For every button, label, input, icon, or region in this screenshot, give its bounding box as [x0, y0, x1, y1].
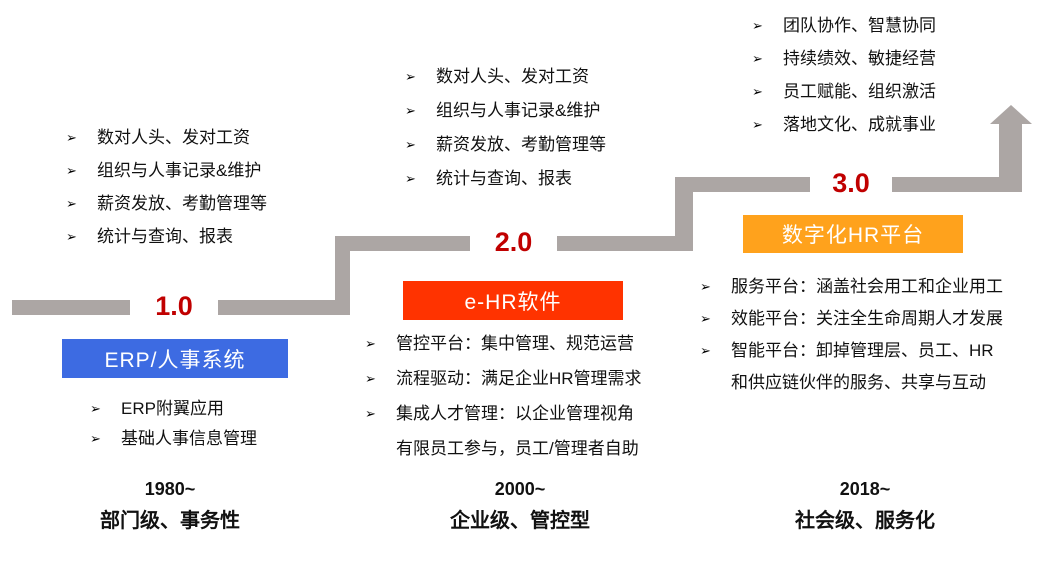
bullet-text: 效能平台：关注全生命周期人才发展 — [731, 309, 1003, 328]
stage1-title-box: ERP/人事系统 — [62, 339, 288, 378]
arrow-bullet-icon: ➢ — [700, 343, 711, 358]
list-item: ➢ 统计与查询、报表 — [405, 169, 606, 189]
list-item: ➢ 数对人头、发对工资 — [66, 128, 267, 148]
stage1-era-label: 1980~ — [144, 479, 196, 499]
stage2-era-desc: 企业级、管控型 — [450, 510, 590, 532]
arrow-bullet-icon: ➢ — [752, 84, 763, 99]
list-item: ➢ 薪资发放、考勤管理等 — [66, 194, 267, 214]
arrow-bullet-icon: ➢ — [405, 69, 416, 84]
stage1-bottom-bullet-list: ➢ ERP附翼应用 ➢ 基础人事信息管理 — [90, 399, 257, 459]
stage1-era-desc: 部门级、事务性 — [100, 510, 240, 532]
list-item: ➢ 统计与查询、报表 — [66, 227, 267, 247]
arrow-bullet-icon: ➢ — [66, 229, 77, 244]
arrow-bullet-icon: ➢ — [752, 117, 763, 132]
staircase-riser-2 — [675, 177, 693, 251]
list-item: ➢ 薪资发放、考勤管理等 — [405, 135, 606, 155]
arrow-bullet-icon: ➢ — [365, 371, 376, 386]
bullet-text: ERP附翼应用 — [121, 399, 224, 418]
bullet-text: 流程驱动：满足企业HR管理需求 — [396, 369, 642, 388]
list-item: ➢ 组织与人事记录&维护 — [405, 101, 606, 121]
list-item: ➢ 服务平台：涵盖社会用工和企业用工 — [700, 277, 1003, 297]
stage3-era-label: 2018~ — [839, 479, 891, 499]
bullet-text: 统计与查询、报表 — [97, 227, 233, 246]
bullet-text: 团队协作、智慧协同 — [783, 16, 936, 35]
list-item: ➢ 效能平台：关注全生命周期人才发展 — [700, 309, 1003, 329]
bullet-text: 智能平台：卸掉管理层、员工、HR — [731, 341, 994, 360]
list-item: ➢ 基础人事信息管理 — [90, 429, 257, 449]
bullet-text: 薪资发放、考勤管理等 — [436, 135, 606, 154]
list-item: ➢ 持续绩效、敏捷经营 — [752, 49, 936, 69]
staircase-step3-bar-left — [675, 177, 810, 192]
arrow-bullet-icon: ➢ — [90, 401, 101, 416]
list-item: ➢ 团队协作、智慧协同 — [752, 16, 936, 36]
stage2-number: 2.0 — [494, 227, 533, 257]
list-item: ➢ 落地文化、成就事业 — [752, 115, 936, 135]
bullet-text: 落地文化、成就事业 — [783, 115, 936, 134]
list-item: ➢ 智能平台：卸掉管理层、员工、HR — [700, 341, 1003, 361]
stage3-number: 3.0 — [832, 168, 870, 198]
bullet-text: 管控平台：集中管理、规范运营 — [396, 334, 634, 353]
stage2-top-bullet-list: ➢ 数对人头、发对工资 ➢ 组织与人事记录&维护 ➢ 薪资发放、考勤管理等 ➢ 统计与查… — [405, 67, 606, 203]
bullet-text: 组织与人事记录&维护 — [436, 101, 601, 120]
up-arrow-icon — [990, 105, 1032, 124]
bullet-text: 薪资发放、考勤管理等 — [97, 194, 267, 213]
list-item: ➢ 数对人头、发对工资 — [405, 67, 606, 87]
staircase-step1-bar-right — [218, 300, 350, 315]
list-item: ➢ 管控平台：集中管理、规范运营 — [365, 334, 642, 354]
bullet-text: 统计与查询、报表 — [436, 169, 572, 188]
stage1-top-bullet-list: ➢ 数对人头、发对工资 ➢ 组织与人事记录&维护 ➢ 薪资发放、考勤管理等 ➢ 统计与查… — [66, 128, 267, 260]
arrow-bullet-icon: ➢ — [405, 103, 416, 118]
arrow-bullet-icon: ➢ — [365, 406, 376, 421]
staircase-step2-bar-left — [335, 236, 470, 251]
arrow-bullet-icon: ➢ — [66, 130, 77, 145]
stage3-bottom-bullet-list: ➢ 服务平台：涵盖社会用工和企业用工 ➢ 效能平台：关注全生命周期人才发展 ➢ 智能平… — [700, 277, 1003, 405]
bullet-text: 员工赋能、组织激活 — [783, 82, 936, 101]
stage3-era-desc: 社会级、服务化 — [795, 510, 935, 532]
arrow-bullet-icon: ➢ — [700, 311, 711, 326]
up-arrow-shaft — [999, 123, 1022, 192]
stage3-top-bullet-list: ➢ 团队协作、智慧协同 ➢ 持续绩效、敏捷经营 ➢ 员工赋能、组织激活 ➢ 落地文化、成… — [752, 16, 936, 148]
list-item: ➢ 流程驱动：满足企业HR管理需求 — [365, 369, 642, 389]
bullet-text: 有限员工参与，员工/管理者自助 — [396, 439, 639, 458]
bullet-text: 持续绩效、敏捷经营 — [783, 49, 936, 68]
list-item: ➢ 集成人才管理：以企业管理视角 — [365, 404, 642, 424]
staircase-step1-bar-left — [12, 300, 130, 315]
bullet-text: 和供应链伙伴的服务、共享与互动 — [731, 373, 986, 392]
arrow-bullet-icon: ➢ — [365, 336, 376, 351]
arrow-bullet-icon: ➢ — [66, 196, 77, 211]
arrow-bullet-icon: ➢ — [700, 279, 711, 294]
arrow-bullet-icon: ➢ — [66, 163, 77, 178]
list-item-continuation: 和供应链伙伴的服务、共享与互动 — [700, 373, 1003, 393]
list-item-continuation: 有限员工参与，员工/管理者自助 — [365, 439, 642, 459]
bullet-text: 数对人头、发对工资 — [97, 128, 250, 147]
arrow-bullet-icon: ➢ — [90, 431, 101, 446]
staircase-riser-1 — [335, 237, 350, 315]
stage2-bottom-bullet-list: ➢ 管控平台：集中管理、规范运营 ➢ 流程驱动：满足企业HR管理需求 ➢ 集成人才管理… — [365, 334, 642, 474]
arrow-bullet-icon: ➢ — [752, 51, 763, 66]
list-item: ➢ 组织与人事记录&维护 — [66, 161, 267, 181]
stage2-title-box: e-HR软件 — [403, 281, 623, 320]
staircase-step3-bar-right — [892, 177, 1022, 192]
stage1-number: 1.0 — [155, 291, 193, 321]
stage3-title-box: 数字化HR平台 — [743, 215, 963, 253]
list-item: ➢ ERP附翼应用 — [90, 399, 257, 419]
staircase-step2-bar-right — [557, 236, 693, 251]
bullet-text: 服务平台：涵盖社会用工和企业用工 — [731, 277, 1003, 296]
arrow-bullet-icon: ➢ — [405, 137, 416, 152]
stage2-era-label: 2000~ — [494, 479, 546, 499]
arrow-bullet-icon: ➢ — [752, 18, 763, 33]
bullet-text: 数对人头、发对工资 — [436, 67, 589, 86]
bullet-text: 集成人才管理：以企业管理视角 — [396, 404, 634, 423]
arrow-bullet-icon: ➢ — [405, 171, 416, 186]
list-item: ➢ 员工赋能、组织激活 — [752, 82, 936, 102]
bullet-text: 基础人事信息管理 — [121, 429, 257, 448]
bullet-text: 组织与人事记录&维护 — [97, 161, 262, 180]
